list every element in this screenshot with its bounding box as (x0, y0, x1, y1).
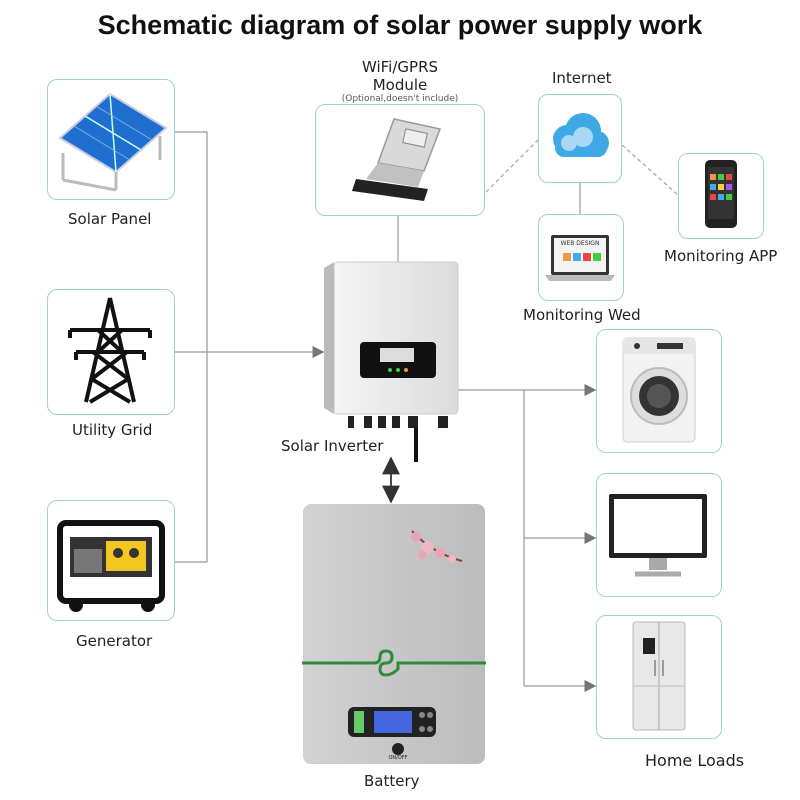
internet-box (538, 94, 622, 183)
module-to-internet-dashed (485, 139, 539, 193)
load-monitor-box (596, 473, 722, 597)
utility-grid-label: Utility Grid (72, 421, 153, 439)
generator-box (47, 500, 175, 621)
washing-machine-icon (622, 337, 696, 443)
wifi-module-label-line2: Module (372, 76, 428, 94)
cloud-icon (553, 113, 609, 157)
solar-panel-box (47, 79, 175, 200)
monitoring-web-box: WEB DESIGN (538, 214, 624, 301)
on-off-text: ON/OFF (388, 755, 408, 761)
monitor-icon (609, 494, 707, 577)
page-title: Schematic diagram of solar power supply … (97, 10, 703, 40)
inverter-icon (324, 261, 459, 462)
load-washing-machine-box (596, 329, 722, 453)
wifi-module-label: WiFi/GPRS Module (340, 58, 460, 94)
smartphone-icon (705, 160, 737, 228)
wifi-note: (Optional,doesn't include) (341, 94, 459, 104)
load-refrigerator-box (596, 615, 722, 739)
monitoring-app-label: Monitoring APP (664, 247, 778, 265)
laptop-icon (545, 235, 615, 281)
solar-inverter (320, 258, 460, 463)
monitoring-web-label: Monitoring Wed (523, 306, 641, 324)
source-bus-line (175, 131, 208, 563)
internet-to-app-dashed (621, 144, 679, 196)
wifi-module-icon (352, 118, 442, 201)
utility-grid-box (47, 289, 175, 415)
internet-label: Internet (552, 69, 612, 87)
solar-inverter-label: Solar Inverter (281, 437, 384, 455)
generator-icon (57, 520, 165, 612)
solar-panel-label: Solar Panel (68, 210, 152, 228)
refrigerator-icon (632, 621, 686, 731)
generator-label: Generator (76, 632, 153, 650)
wifi-module-label-line1: WiFi/GPRS (361, 58, 439, 76)
web-design-text: WEB DESIGN (560, 240, 600, 247)
battery-label: Battery (364, 772, 420, 790)
battery: ON/OFF (302, 503, 486, 765)
battery-icon (302, 504, 486, 764)
wifi-module-box (315, 104, 485, 216)
monitoring-app-box (678, 153, 764, 239)
solar-panel-icon (58, 92, 168, 192)
transmission-tower-icon (68, 297, 152, 404)
blossom-decoration (411, 530, 463, 563)
home-loads-label: Home Loads (645, 751, 745, 770)
